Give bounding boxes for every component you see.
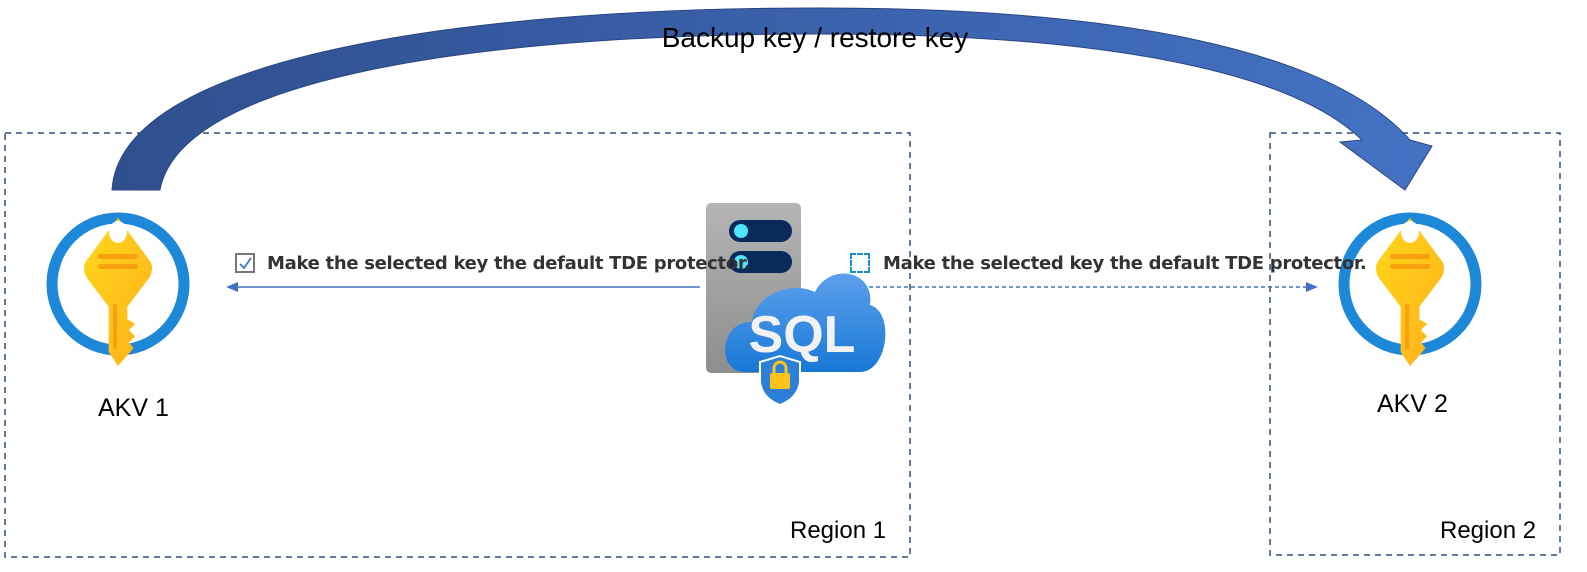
- akv-1-icon: [52, 218, 184, 366]
- tde-protector-checkbox-unchecked[interactable]: [850, 253, 870, 273]
- region-1-label: Region 1: [790, 517, 887, 544]
- checkmark-icon: [239, 257, 252, 270]
- region-2-label: Region 2: [1440, 517, 1537, 544]
- backup-restore-arrow: [111, 7, 1433, 191]
- tde-protector-checkbox-checked[interactable]: [235, 253, 255, 273]
- region-2-boundary: [1269, 132, 1561, 556]
- tde-protector-option-label-2: Make the selected key the default TDE pr…: [883, 253, 1367, 274]
- arrowhead-left: [226, 282, 238, 292]
- sql-server-icon: SQL: [706, 203, 886, 407]
- akv-2-icon: [1344, 218, 1476, 366]
- akv-2-label: AKV 2: [1377, 390, 1448, 418]
- arrowhead-right: [1306, 282, 1318, 292]
- diagram-title: Backup key / restore key: [661, 22, 969, 53]
- svg-text:SQL: SQL: [749, 306, 856, 364]
- region-1-boundary: [4, 132, 911, 558]
- tde-protector-option-label-1: Make the selected key the default TDE pr…: [267, 253, 751, 274]
- akv-1-label: AKV 1: [98, 394, 169, 422]
